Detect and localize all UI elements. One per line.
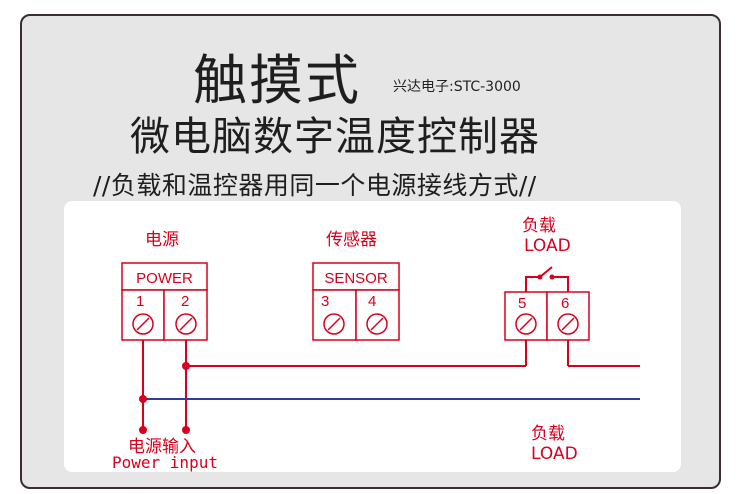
screw-icon	[175, 313, 197, 335]
screw-slot	[136, 317, 150, 331]
screw-slot	[327, 317, 341, 331]
terminal-cell	[163, 289, 208, 341]
terminal-number: 3	[321, 293, 329, 310]
sensor-caption: 传感器	[326, 230, 377, 250]
relay-contact-dot-left	[537, 274, 543, 280]
terminal-cell	[312, 289, 357, 341]
screw-slot	[179, 317, 193, 331]
relay-switch-right	[552, 276, 569, 292]
junction-dot	[182, 362, 190, 370]
sensor-terminal-block: SENSOR 3 4	[312, 262, 400, 341]
power-terminal-block: POWER 1 2	[121, 262, 208, 341]
terminal-number: 6	[561, 295, 569, 312]
power-title: POWER	[136, 270, 193, 287]
terminal-cell	[504, 291, 548, 341]
sensor-title-box	[312, 262, 400, 291]
wiring-note: //负载和温控器用同一个电源接线方式//	[93, 171, 537, 200]
screw-icon	[557, 313, 579, 335]
terminal-cell	[355, 289, 400, 341]
terminal-number: 4	[368, 293, 376, 310]
load-caption-en: LOAD	[524, 236, 571, 256]
load-bottom-label-cn: 负载	[531, 424, 565, 444]
terminal-cell	[546, 291, 590, 341]
screw-slot	[519, 317, 533, 331]
junction-dot	[139, 395, 147, 403]
relay-contact-dot-right	[549, 274, 555, 280]
sensor-title: SENSOR	[324, 270, 388, 287]
junctions	[139, 362, 190, 434]
power-caption: 电源	[145, 230, 179, 250]
power-input-label-cn: 电源输入	[128, 437, 196, 457]
terminal-number: 2	[181, 293, 189, 310]
screw-icon	[132, 313, 154, 335]
load-bottom-label-en: LOAD	[531, 444, 578, 464]
wires	[142, 266, 640, 430]
power-input-label-en: Power input	[112, 453, 218, 472]
brand-model: 兴达电子:STC-3000	[393, 79, 521, 95]
load-caption-cn: 负载	[522, 216, 556, 236]
terminal-number: 1	[136, 293, 144, 310]
screw-slot	[370, 317, 384, 331]
screw-icon	[323, 313, 345, 335]
junction-dot	[139, 426, 147, 434]
load-terminal-block: 5 6	[504, 291, 590, 341]
screw-icon	[366, 313, 388, 335]
product-subtitle: 微电脑数字温度控制器	[130, 114, 540, 160]
relay-switch-blade	[539, 266, 553, 278]
relay-switch-line	[525, 276, 540, 292]
screw-slot	[561, 317, 575, 331]
terminal-number: 5	[518, 295, 526, 312]
product-title: 触摸式	[193, 49, 361, 112]
power-title-box	[121, 262, 208, 291]
junction-dot	[182, 426, 190, 434]
screw-icon	[515, 313, 537, 335]
